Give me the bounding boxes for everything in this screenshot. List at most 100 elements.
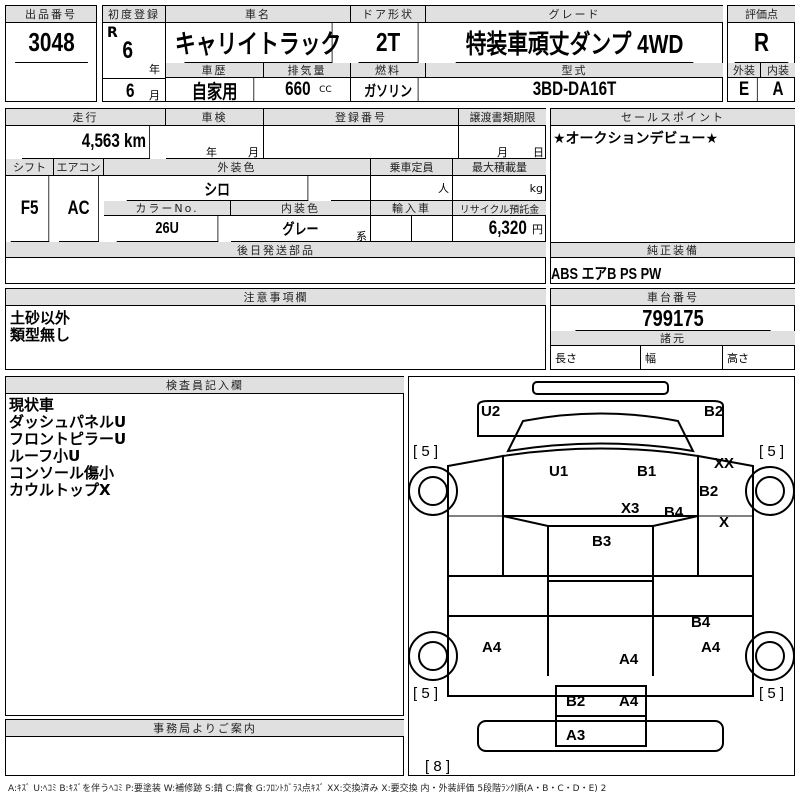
tire-rear-right: [ 5 ] (759, 685, 785, 702)
tire-front-left: [ 5 ] (413, 443, 439, 460)
mark-a3: A3 (566, 727, 586, 744)
tr-day: 日 (533, 146, 544, 159)
height: 高さ (727, 352, 749, 365)
month-unit: 月 (149, 89, 160, 102)
ext-color-label: 外装色 (104, 159, 371, 176)
year-unit: 年 (149, 63, 160, 76)
cc-unit: CC (319, 85, 332, 95)
recycle: 6,320 円 (453, 216, 546, 242)
tire-rear-left: [ 5 ] (413, 685, 439, 702)
mileage: 4,563 km (22, 126, 150, 159)
mark-u2: U2 (481, 403, 501, 420)
tr-month: 月 (497, 146, 508, 159)
inspector-box: 検査員記入欄 現状車 ダッシュパネルU フロントピラーU ルーフ小U コンソール… (5, 376, 404, 716)
first-reg: R 6 年 6 月 (103, 23, 166, 102)
mark-b2-right: B2 (699, 483, 719, 500)
inspection: 年月 (166, 126, 264, 159)
capacity: 人 (371, 176, 453, 201)
reg-month: 6 (126, 81, 135, 102)
int-color-label: 内装色 (231, 201, 371, 216)
ext-color: シロ (126, 176, 309, 201)
ext-label: 外装 (728, 63, 761, 78)
office-label: 事務局よりご案内 (6, 720, 404, 737)
inspection-label: 車検 (166, 109, 264, 126)
displacement: 660 CC (264, 78, 351, 102)
chassis-box: 車台番号 799175 諸元 長さ 幅 高さ (550, 288, 795, 370)
legend: A:ｷｽﾞ U:ﾍｺﾐ B:ｷｽﾞを伴うﾍｺﾐ P:要塗装 W:補修跡 S:錆 … (8, 784, 607, 794)
recycle-value: 6,320 (489, 217, 528, 239)
spec-label: 諸元 (551, 331, 795, 346)
grade: 特装車頑丈ダンプ 4WD (455, 23, 694, 63)
recycle-label: リサイクル預託金 (453, 201, 546, 216)
lot-number: 3048 (15, 23, 88, 63)
score: R (734, 23, 789, 63)
color-no: 26U (116, 216, 219, 242)
displacement-label: 排気量 (264, 63, 351, 78)
car-outline (408, 381, 795, 752)
import-label: 輸入車 (371, 201, 453, 216)
mark-a4-rear: A4 (619, 693, 639, 710)
mark-u1: U1 (549, 463, 569, 480)
ac-label: エアコン (54, 159, 104, 176)
fuel-label: 燃料 (351, 63, 426, 78)
lot-label: 出品番号 (6, 6, 97, 23)
reg-no (264, 126, 459, 159)
yen-unit: 円 (532, 222, 543, 236)
width: 幅 (641, 346, 723, 370)
equipment-label: 純正装備 (551, 242, 795, 258)
model-label: 型式 (426, 63, 723, 78)
sales-point: ★オークションデビュー★ (553, 131, 719, 147)
reg-year: 6 (122, 37, 134, 64)
int-color-suffix: 系 (356, 230, 367, 243)
mark-xx: XX (714, 455, 735, 472)
damage-diagram: U2 B2 U1 B1 XX B2 X3 B4 X B3 B4 A4 A4 A4… (408, 376, 795, 776)
max-load-label: 最大積載量 (453, 159, 546, 176)
notes-label: 注意事項欄 (6, 289, 546, 306)
chassis-label: 車台番号 (551, 289, 795, 306)
score-label: 評価点 (728, 6, 795, 23)
ac: AC (59, 176, 99, 242)
int-color: グレー系 (231, 216, 371, 243)
fuel: ガソリン (359, 78, 419, 102)
car-name: キャリイトラック (175, 23, 341, 63)
int-score: A (772, 79, 784, 100)
mark-b1: B1 (637, 463, 657, 480)
reg-no-label: 登録番号 (264, 109, 459, 126)
first-reg-label: 初度登録 (103, 6, 166, 23)
mark-b2: B2 (704, 403, 724, 420)
mark-a4-right: A4 (701, 639, 721, 656)
notes-box: 注意事項欄 土砂以外 類型無し (5, 288, 546, 370)
history-label: 車歴 (166, 63, 264, 78)
mark-b2-rear: B2 (566, 693, 586, 710)
mark-x: X (719, 514, 730, 531)
displacement-value: 660 (285, 79, 311, 100)
vehicle-info: 初度登録 車名 ドア形状 グレード R 6 年 6 月 キャリイトラック 2T … (102, 5, 723, 103)
model-code: 3BD-DA16T (532, 79, 617, 100)
length: 長さ (551, 346, 641, 370)
mark-a4-bed: A4 (619, 651, 639, 668)
notes: 土砂以外 類型無し (10, 309, 71, 344)
era: R (107, 25, 118, 41)
lot-box: 出品番号 3048 (5, 5, 97, 102)
later-parts-label: 後日発送部品 (6, 242, 546, 258)
details: 走行 車検 登録番号 譲渡書類期限 4,563 km 年月 月日 シフト エアコ… (5, 108, 546, 284)
mark-a4-left: A4 (482, 639, 502, 656)
ext-color-extra (331, 176, 371, 201)
inspector-label: 検査員記入欄 (6, 377, 404, 394)
score-box: 評価点 R 外装 内装 E A (727, 5, 795, 102)
transfer: 月日 (459, 126, 546, 159)
mark-x3: X3 (621, 500, 640, 517)
tire-front-right: [ 5 ] (759, 443, 785, 460)
history: 自家用 (176, 78, 255, 103)
transfer-label: 譲渡書類期限 (459, 109, 546, 126)
shift-label: シフト (6, 159, 54, 176)
capacity-label: 乗車定員 (371, 159, 453, 176)
max-load: kg (453, 176, 546, 201)
mark-b4-rear: B4 (691, 614, 711, 631)
sales-point-label: セールスポイント (551, 109, 795, 126)
shift: F5 (10, 176, 50, 242)
mark-b3: B3 (592, 533, 612, 550)
import-a (371, 216, 412, 242)
chassis-number: 799175 (575, 305, 771, 331)
color-no-label: カラーNo. (104, 201, 231, 216)
